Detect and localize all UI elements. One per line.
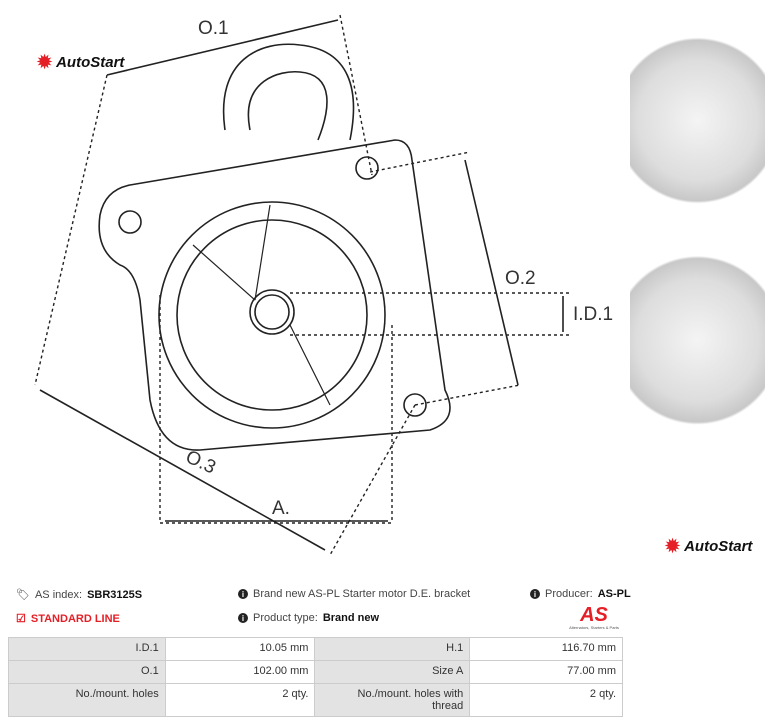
tags-icon: 🏷 bbox=[16, 589, 30, 601]
label-o2: O.2 bbox=[505, 268, 536, 289]
producer-logo: AS Alternators, Starters & Parts bbox=[569, 604, 619, 630]
bracket-diagram bbox=[34, 14, 570, 556]
info-icon: i bbox=[238, 613, 248, 623]
product-photo-back bbox=[630, 222, 765, 437]
as-index: 🏷 AS index:SBR3125S bbox=[16, 588, 143, 602]
checkbox-icon: ☑ bbox=[16, 613, 26, 625]
product-photo-front bbox=[630, 5, 765, 215]
gear-icon: ✹ bbox=[665, 536, 681, 556]
brand-logo-bottom: ✹ AutoStart bbox=[665, 536, 753, 556]
brand-logo-top: ✹ AutoStart bbox=[37, 52, 125, 72]
info-icon: i bbox=[530, 589, 540, 599]
bracket-outline bbox=[98, 139, 451, 451]
label-id1: I.D.1 bbox=[573, 304, 614, 325]
bracket-ear bbox=[222, 43, 355, 141]
info-icon: i bbox=[238, 589, 248, 599]
label-a: A. bbox=[272, 498, 290, 519]
gear-icon: ✹ bbox=[37, 52, 53, 72]
standard-line-badge: ☑STANDARD LINE bbox=[16, 612, 120, 626]
label-o1: O.1 bbox=[198, 18, 229, 39]
